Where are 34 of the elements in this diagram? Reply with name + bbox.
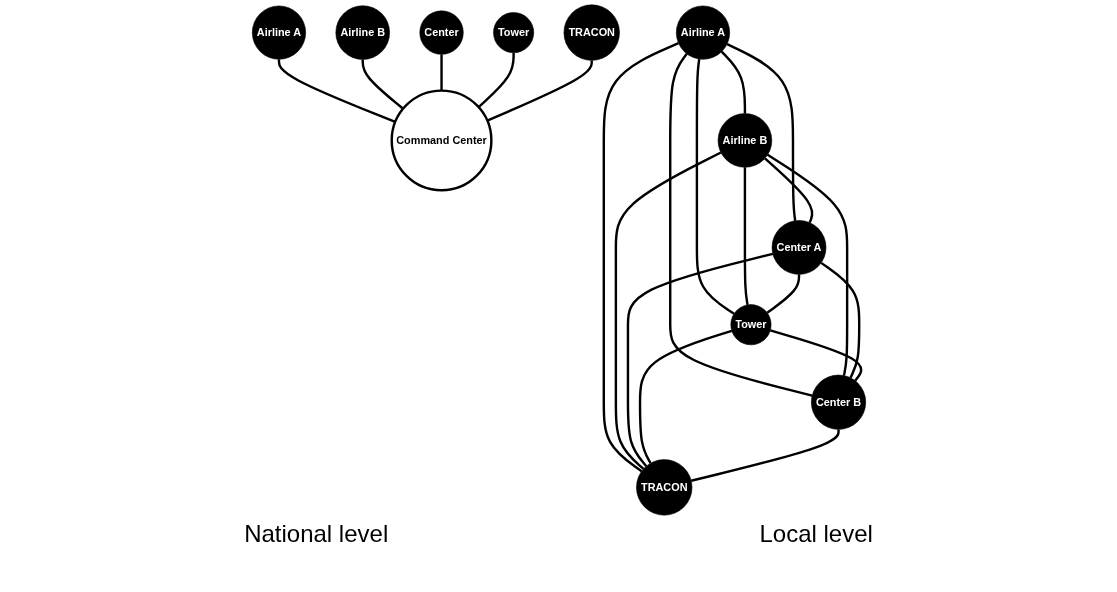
node-circle: Center A xyxy=(771,220,826,275)
node-circle: Center B xyxy=(810,374,866,430)
node-circle: Airline A xyxy=(675,5,730,60)
node-circle: TRACON xyxy=(635,459,692,516)
caption-text: National level xyxy=(244,520,389,548)
connector xyxy=(763,157,813,224)
node-circle: Airline B xyxy=(717,113,772,168)
connector xyxy=(638,329,732,464)
caption-text: Local level xyxy=(759,520,873,548)
connector xyxy=(477,52,515,108)
connector xyxy=(765,274,800,314)
node-circle: Airline A xyxy=(251,5,306,60)
node-circle: Tower xyxy=(492,12,534,54)
connector xyxy=(766,153,848,376)
connector xyxy=(602,42,679,473)
node-circle: Command Center xyxy=(390,89,493,192)
node-circle: Tower xyxy=(730,304,771,346)
connector xyxy=(668,53,812,397)
connector xyxy=(277,59,396,124)
connector xyxy=(819,261,860,379)
connector xyxy=(690,429,840,482)
connector xyxy=(720,50,746,114)
connector xyxy=(743,167,749,306)
connector xyxy=(486,60,593,122)
connector xyxy=(769,329,862,382)
connector xyxy=(439,54,443,91)
node-circle: TRACON xyxy=(563,4,620,61)
connector xyxy=(614,151,721,470)
connector xyxy=(695,58,735,315)
node-circle: Center xyxy=(419,10,464,55)
node-circle: Airline B xyxy=(335,5,390,60)
connector xyxy=(361,59,404,110)
connector xyxy=(626,252,773,467)
connector xyxy=(726,43,796,221)
